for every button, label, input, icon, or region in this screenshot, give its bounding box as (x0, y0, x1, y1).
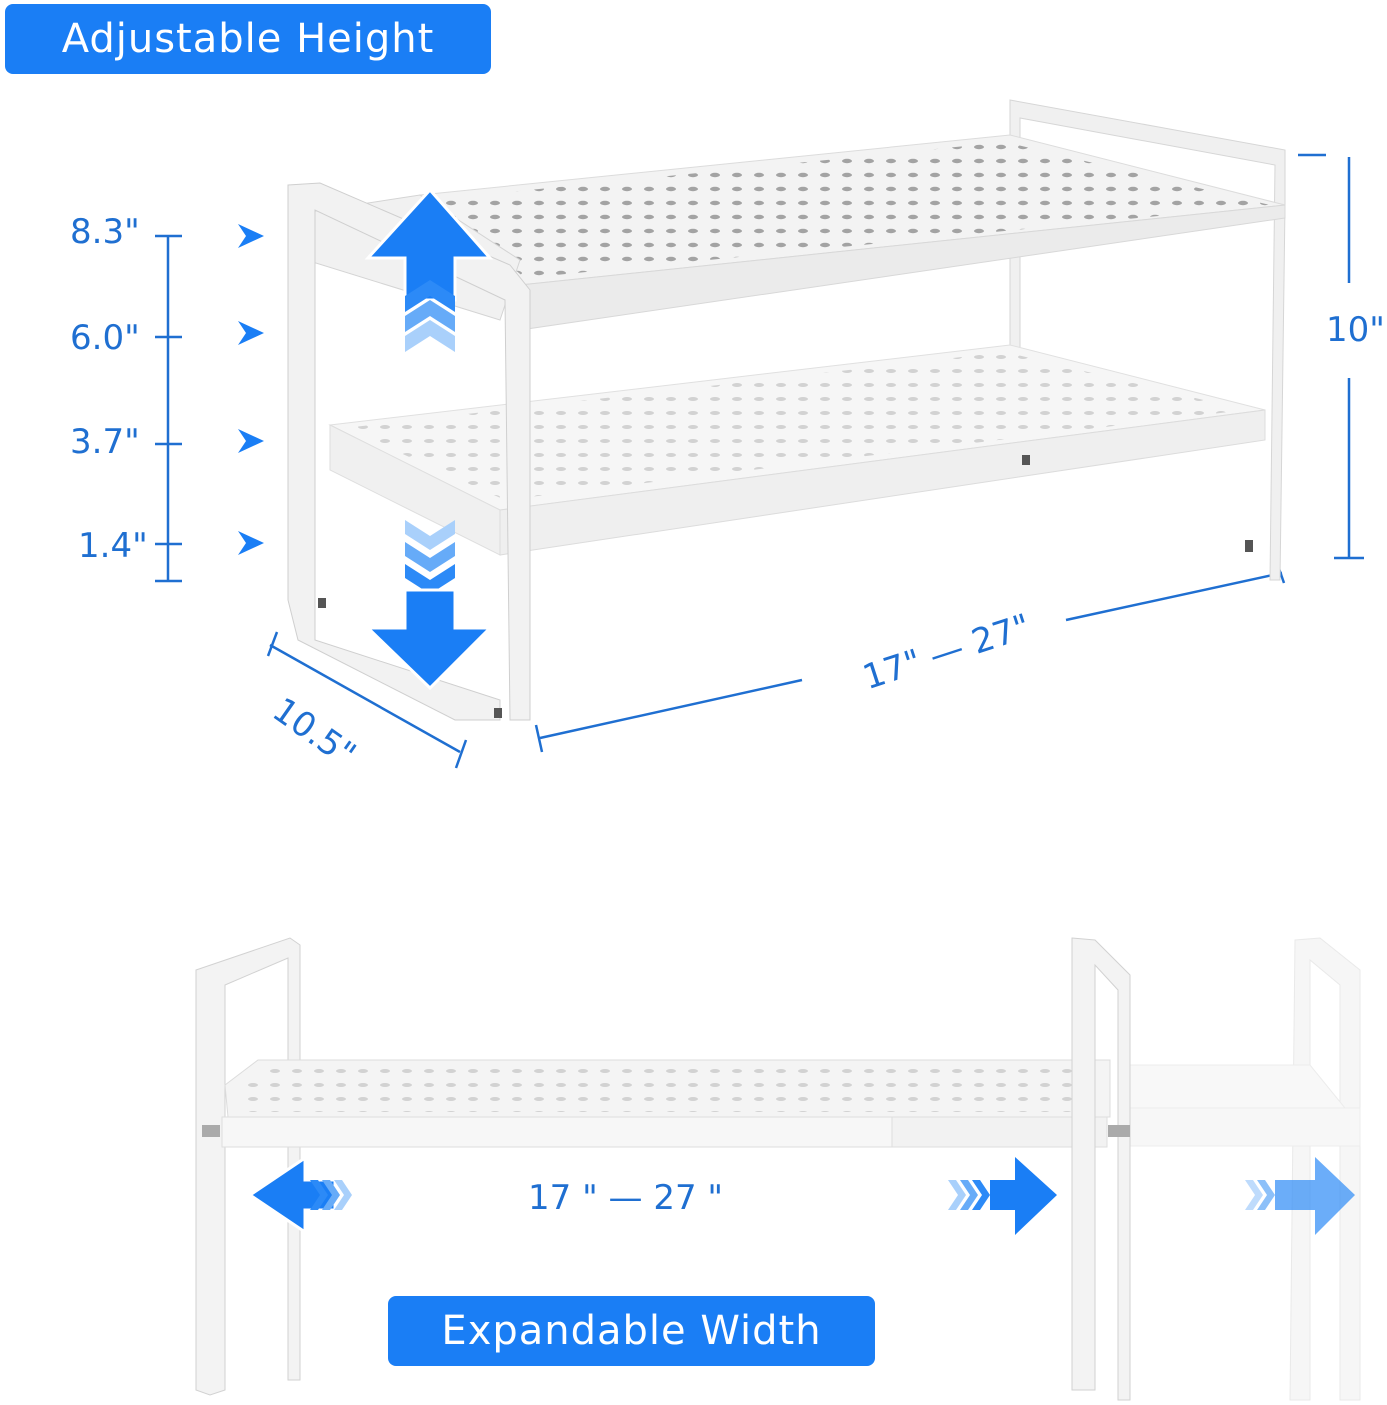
expandable-width-label: Expandable Width (441, 1308, 822, 1354)
width-dimension-top (534, 559, 1286, 753)
shelf-unit-2-tier (287, 99, 1286, 721)
arrowhead-right-icon (238, 224, 264, 555)
depth-dimension (266, 631, 468, 769)
expandable-width-badge: Expandable Width (388, 1296, 875, 1366)
expandable-shelf (195, 937, 1361, 1401)
width-range-label-bottom: 17 " — 27 " (528, 1178, 724, 1218)
height-label-1-4: 1.4" (78, 526, 148, 566)
adjustable-height-label: Adjustable Height (61, 16, 435, 62)
height-label-8-3: 8.3" (70, 212, 140, 252)
overall-height-dimension (1298, 153, 1364, 560)
down-arrow-icon (364, 520, 494, 691)
up-arrow-icon (364, 187, 494, 352)
adjustable-height-badge: Adjustable Height (5, 4, 491, 74)
height-label-3-7: 3.7" (70, 422, 140, 462)
extended-right-arrow-icon (1245, 1157, 1355, 1235)
right-arrow-icon (948, 1157, 1057, 1235)
height-scale (155, 234, 182, 583)
overall-height-label: 10" (1326, 310, 1385, 350)
left-arrow-icon (247, 1155, 352, 1235)
height-label-6-0: 6.0" (70, 318, 140, 358)
